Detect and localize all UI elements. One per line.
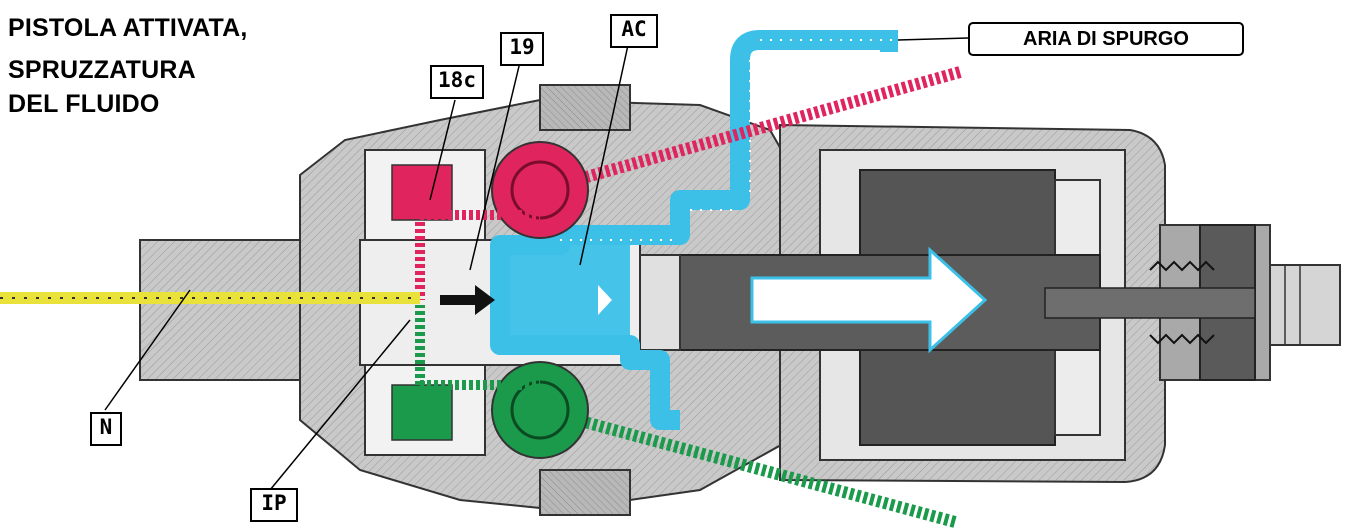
return-spring bbox=[1149, 260, 1215, 345]
red-check-valve bbox=[491, 141, 589, 239]
leader-lines bbox=[104, 37, 969, 491]
green-check-valve bbox=[491, 361, 589, 459]
purge-air-inlet bbox=[880, 30, 898, 52]
front-nozzle-block bbox=[139, 239, 316, 381]
callout-n: N bbox=[90, 412, 122, 446]
callout-19: 19 bbox=[500, 32, 544, 66]
diagram-title-line-1: PISTOLA ATTIVATA, bbox=[8, 14, 248, 42]
rear-shaft bbox=[1044, 287, 1256, 319]
white-triangle-arrow bbox=[598, 285, 612, 315]
flow-arrows bbox=[440, 246, 988, 354]
bottom-nut bbox=[539, 469, 631, 516]
white-piston-arrow bbox=[750, 246, 988, 354]
green-fluid-port bbox=[391, 384, 453, 441]
red-fluid-path bbox=[391, 66, 962, 300]
purge-air-chamber bbox=[500, 245, 630, 345]
top-nut bbox=[539, 84, 631, 131]
rear-fitting bbox=[1269, 264, 1341, 346]
green-fluid-path bbox=[391, 305, 957, 528]
black-flow-arrow bbox=[440, 285, 495, 315]
callout-ip: IP bbox=[250, 488, 298, 522]
diagram-title-line-3: DEL FLUIDO bbox=[8, 90, 160, 118]
diagram-title-line-2: SPRUZZATURA bbox=[8, 56, 196, 84]
callout-18c: 18c bbox=[430, 65, 484, 99]
callout-purge-air: ARIA DI SPURGO bbox=[968, 22, 1244, 56]
callout-ac: AC bbox=[610, 14, 658, 48]
